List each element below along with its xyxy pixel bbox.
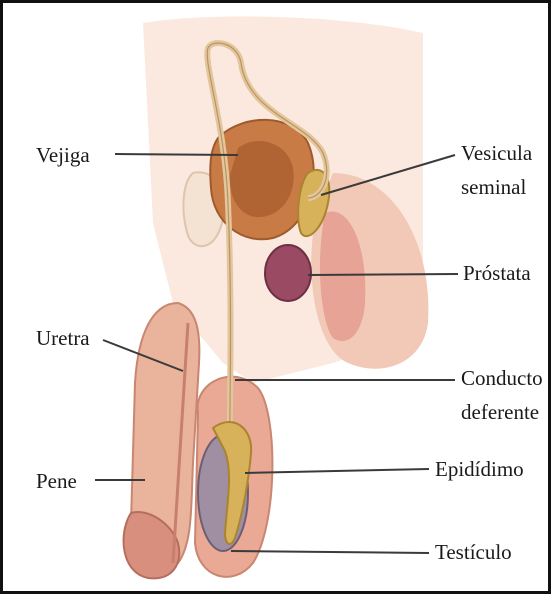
prostate-shape <box>265 245 311 301</box>
label-vesicula-line2: seminal <box>461 175 526 199</box>
leader-vejiga <box>115 154 238 155</box>
label-conducto-line2: deferente <box>461 400 539 424</box>
label-vesicula-line1: Vesicula <box>461 141 532 165</box>
label-pene: Pene <box>36 469 77 493</box>
leader-testiculo <box>231 551 429 553</box>
label-epididimo: Epidídimo <box>435 457 524 481</box>
anatomy-illustration <box>3 3 551 597</box>
label-conducto-line1: Conducto <box>461 366 543 390</box>
leader-prostata <box>308 274 458 275</box>
label-uretra: Uretra <box>36 326 90 350</box>
label-prostata: Próstata <box>463 261 531 285</box>
label-vejiga: Vejiga <box>36 143 90 167</box>
label-testiculo: Testículo <box>435 540 512 564</box>
